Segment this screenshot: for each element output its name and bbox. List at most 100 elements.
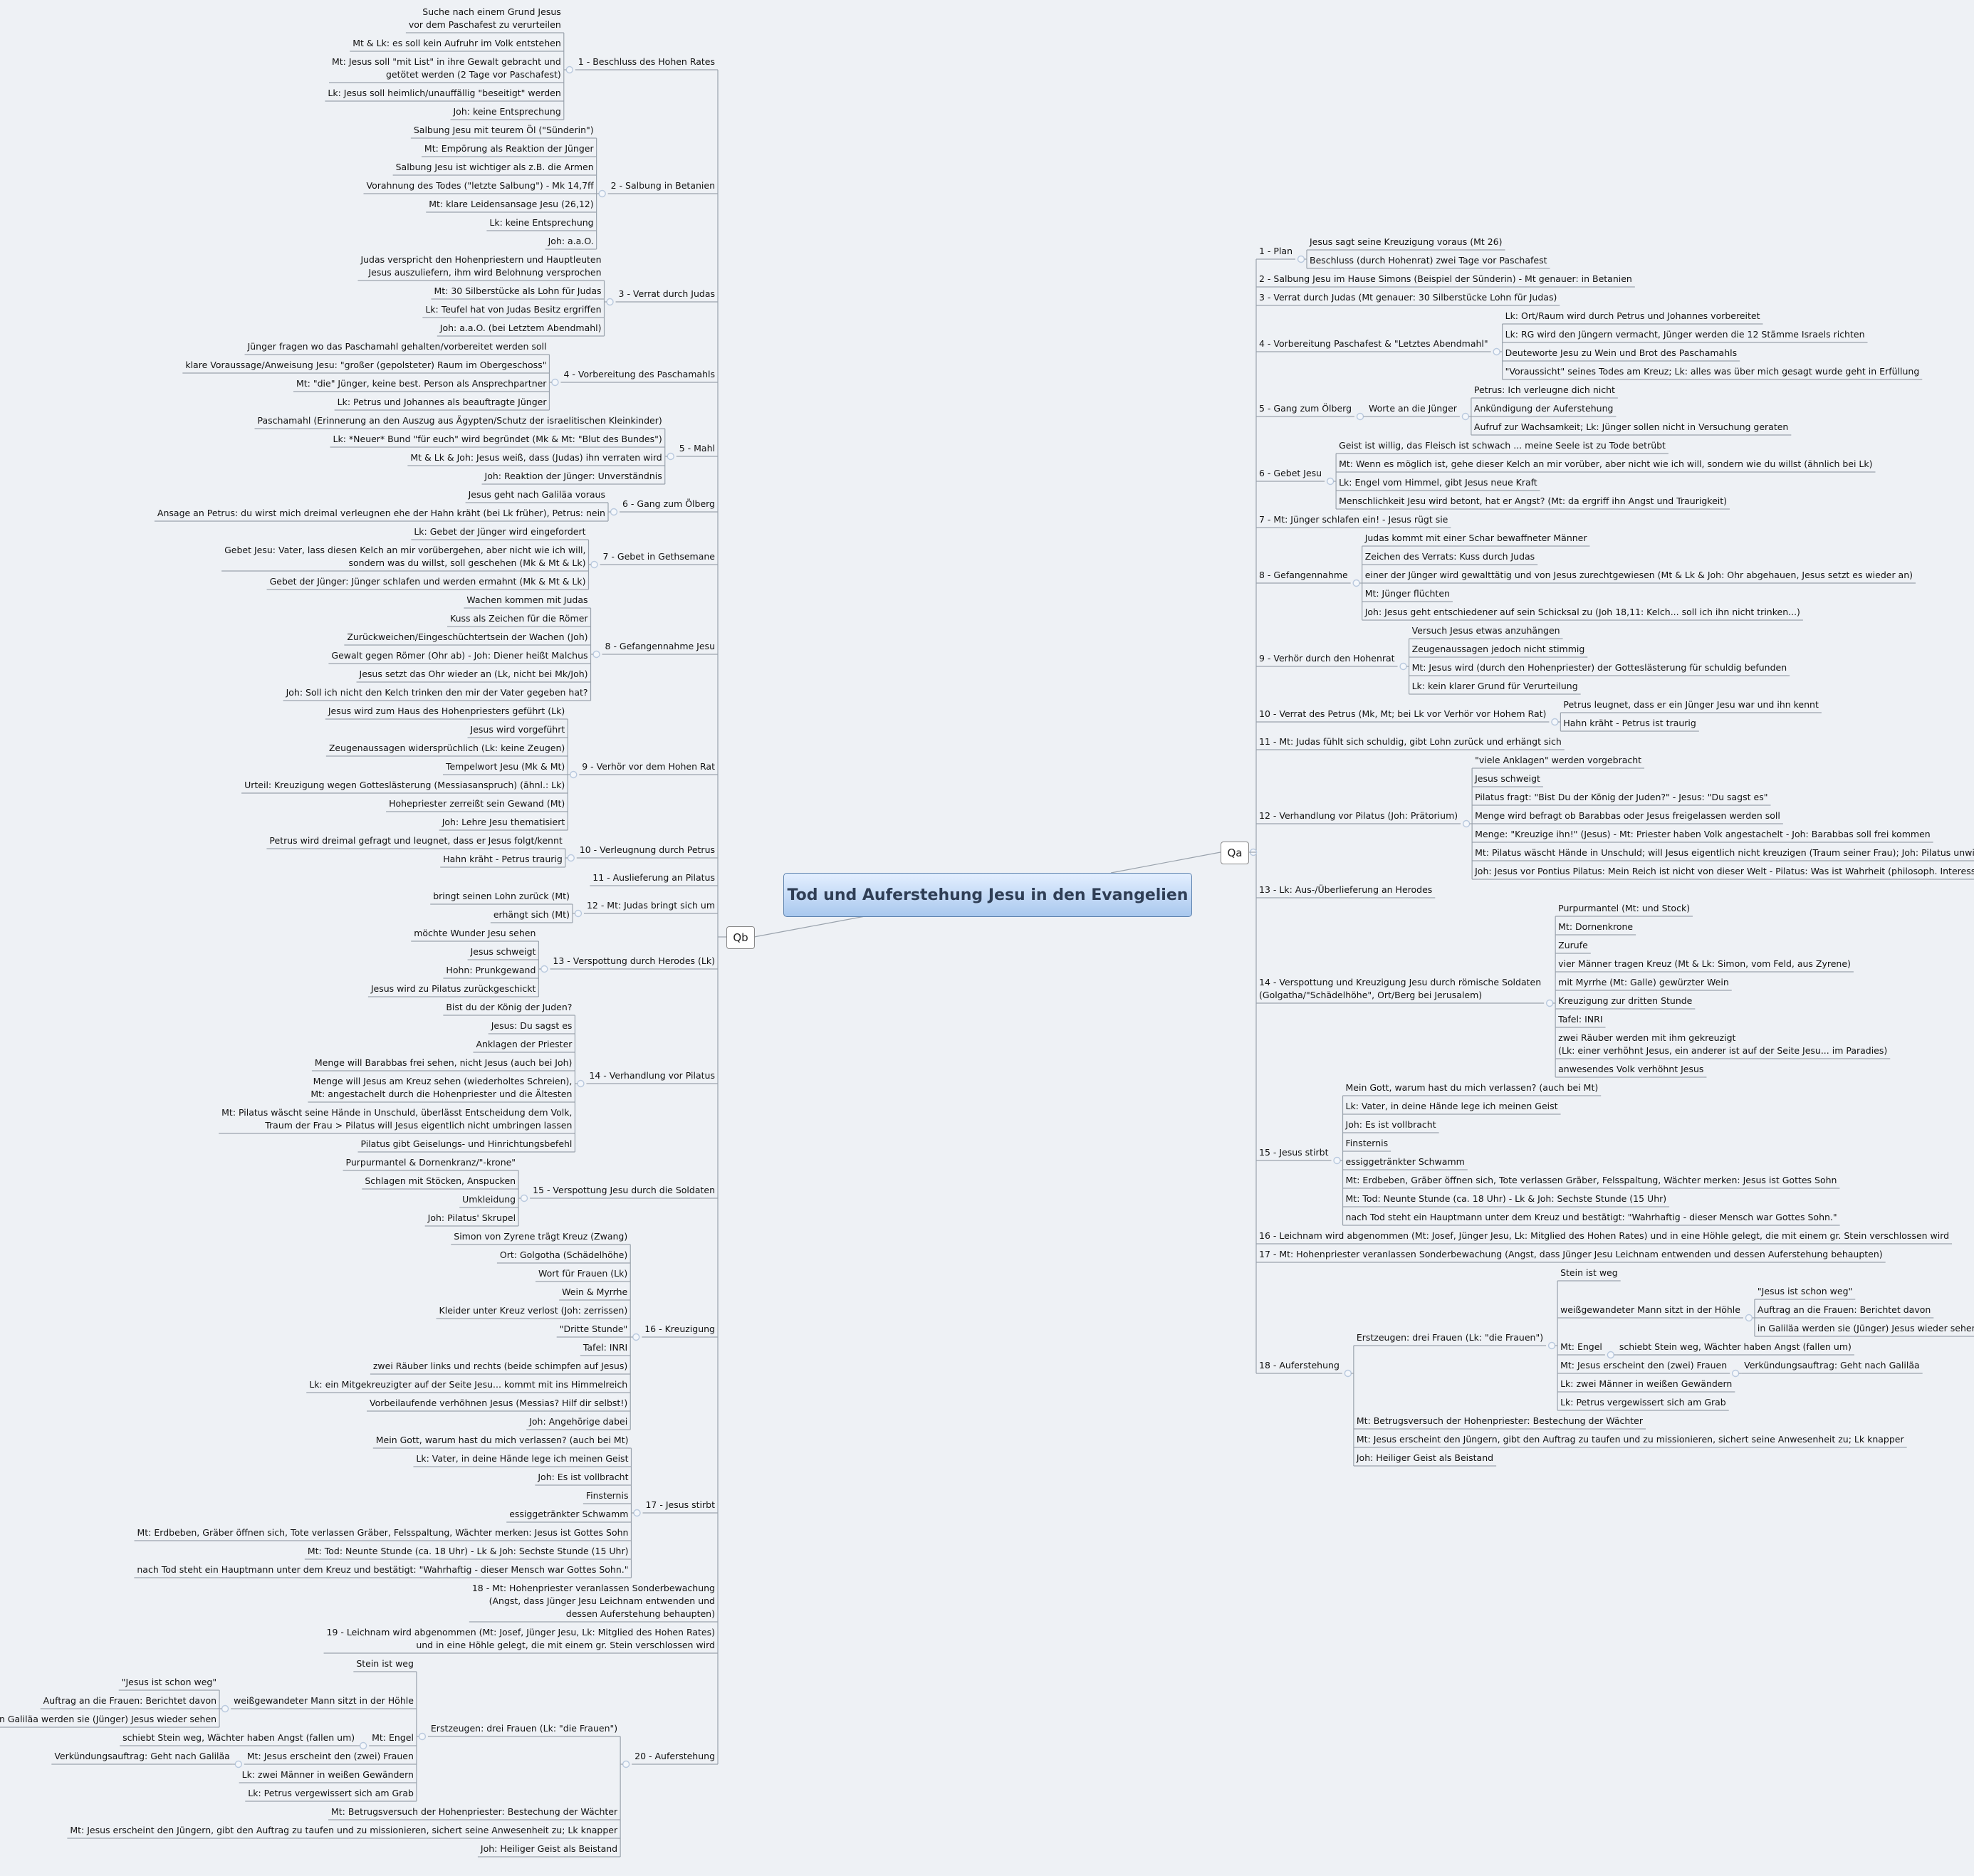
topic-label[interactable]: Finsternis <box>1345 1138 1389 1148</box>
topic-label[interactable]: Joh: Es ist vollbracht <box>538 1472 629 1482</box>
topic-label[interactable]: Kleider unter Kreuz verlost (Joh: zerris… <box>439 1305 628 1316</box>
topic-label[interactable]: Erstzeugen: drei Frauen (Lk: "die Frauen… <box>430 1723 618 1734</box>
topic-label[interactable]: Mt: Wenn es möglich ist, gehe dieser Kel… <box>1339 458 1873 469</box>
qb-node[interactable]: Qb <box>726 926 755 949</box>
topic-label[interactable]: 4 - Vorbereitung Paschafest & "Letztes A… <box>1259 338 1488 349</box>
topic-label[interactable]: Lk: Ort/Raum wird durch Petrus und Johan… <box>1505 310 1760 321</box>
topic-label[interactable]: Mt: Jesus soll "mit List" in ihre Gewalt… <box>331 56 561 80</box>
topic-label[interactable]: Jesus wird zum Haus des Hohenpriesters g… <box>328 706 565 716</box>
topic-label[interactable]: 3 - Verrat durch Judas <box>618 288 715 299</box>
topic-label[interactable]: 4 - Vorbereitung des Paschamahls <box>563 369 715 379</box>
topic-label[interactable]: Ansage an Petrus: du wirst mich dreimal … <box>157 508 605 518</box>
collapse-knob-icon[interactable] <box>234 1760 243 1768</box>
topic-label[interactable]: Hahn kräht - Petrus ist traurig <box>1563 718 1696 728</box>
topic-label[interactable]: Petrus leugnet, dass er ein Jünger Jesu … <box>1563 699 1819 710</box>
topic-label[interactable]: möchte Wunder Jesu sehen <box>414 928 536 938</box>
collapse-knob-icon[interactable] <box>632 1333 640 1341</box>
collapse-knob-icon[interactable] <box>610 508 618 516</box>
topic-label[interactable]: Deuteworte Jesu zu Wein und Brot des Pas… <box>1505 347 1738 358</box>
topic-label[interactable]: 12 - Mt: Judas bringt sich um <box>586 900 715 911</box>
topic-label[interactable]: Mt: Betrugsversuch der Hohenpriester: Be… <box>330 1806 618 1817</box>
topic-label[interactable]: zwei Räuber werden mit ihm gekreuzigt (L… <box>1558 1032 1888 1056</box>
topic-label[interactable]: 17 - Mt: Hohenpriester veranlassen Sonde… <box>1259 1249 1883 1259</box>
central-topic[interactable]: Tod und Auferstehung Jesu in den Evangel… <box>783 873 1192 917</box>
topic-label[interactable]: Mt: Betrugsversuch der Hohenpriester: Be… <box>1356 1415 1644 1426</box>
topic-label[interactable]: Vorahnung des Todes ("letzte Salbung") -… <box>366 180 594 191</box>
topic-label[interactable]: Versuch Jesus etwas anzuhängen <box>1411 625 1560 636</box>
collapse-knob-icon[interactable] <box>1326 477 1335 486</box>
topic-label[interactable]: Schlagen mit Stöcken, Anspucken <box>365 1175 516 1186</box>
topic-label[interactable]: Zeugenaussagen jedoch nicht stimmig <box>1411 644 1585 654</box>
topic-label[interactable]: Salbung Jesu mit teurem Öl ("Sünderin") <box>413 125 594 135</box>
topic-label[interactable]: Mt & Lk & Joh: Jesus weiß, dass (Judas) … <box>410 452 662 463</box>
topic-label[interactable]: Mt: 30 Silberstücke als Lohn für Judas <box>434 285 602 296</box>
topic-label[interactable]: Aufruf zur Wachsamkeit; Lk: Jünger solle… <box>1473 421 1789 432</box>
topic-label[interactable]: zwei Räuber links und rechts (beide schi… <box>372 1361 628 1371</box>
topic-label[interactable]: Worte an die Jünger <box>1369 403 1457 414</box>
collapse-knob-icon[interactable] <box>567 854 575 862</box>
collapse-knob-icon[interactable] <box>1493 347 1500 356</box>
topic-label[interactable]: Hahn kräht - Petrus traurig <box>443 854 563 864</box>
topic-label[interactable]: in Galiläa werden sie (Jünger) Jesus wie… <box>1757 1323 1974 1333</box>
topic-label[interactable]: Umkleidung <box>462 1194 516 1205</box>
topic-label[interactable]: Ort: Golgotha (Schädelhöhe) <box>499 1249 628 1260</box>
topic-label[interactable]: Erstzeugen: drei Frauen (Lk: "die Frauen… <box>1356 1332 1544 1343</box>
topic-label[interactable]: Lk: Petrus vergewissert sich am Grab <box>248 1788 414 1798</box>
topic-label[interactable]: 11 - Auslieferung an Pilatus <box>592 872 715 883</box>
collapse-knob-icon[interactable] <box>574 909 583 918</box>
topic-label[interactable]: 2 - Salbung Jesu im Hause Simons (Beispi… <box>1259 273 1632 284</box>
topic-label[interactable]: 8 - Gefangennahme Jesu <box>605 641 715 651</box>
topic-label[interactable]: Mt: Jesus wird (durch den Hohenpriester)… <box>1411 662 1787 673</box>
topic-label[interactable]: Joh: Jesus vor Pontius Pilatus: Mein Rei… <box>1475 866 1974 876</box>
topic-label[interactable]: 5 - Mahl <box>679 443 715 454</box>
topic-label[interactable]: Paschamahl (Erinnerung an den Auszug aus… <box>257 415 662 426</box>
topic-label[interactable]: Judas kommt mit einer Schar bewaffneter … <box>1364 533 1587 543</box>
topic-label[interactable]: 1 - Beschluss des Hohen Rates <box>578 56 715 67</box>
topic-label[interactable]: 19 - Leichnam wird abgenommen (Mt: Josef… <box>326 1627 715 1650</box>
collapse-knob-icon[interactable] <box>565 65 573 74</box>
topic-label[interactable]: Mt: Pilatus wäscht seine Hände in Unschu… <box>221 1107 573 1131</box>
topic-label[interactable]: mit Myrrhe (Mt: Galle) gewürzter Wein <box>1558 977 1729 987</box>
topic-label[interactable]: 20 - Auferstehung <box>634 1751 715 1761</box>
topic-label[interactable]: Gebet Jesu: Vater, lass diesen Kelch an … <box>224 545 586 568</box>
topic-label[interactable]: Lk: Teufel hat von Judas Besitz ergriffe… <box>425 304 602 315</box>
topic-label[interactable]: Jünger fragen wo das Paschamahl gehalten… <box>247 341 547 352</box>
topic-label[interactable]: 16 - Leichnam wird abgenommen (Mt: Josef… <box>1259 1230 1950 1241</box>
topic-label[interactable]: "Jesus ist schon weg" <box>121 1677 217 1687</box>
collapse-knob-icon[interactable] <box>540 965 548 973</box>
collapse-knob-icon[interactable] <box>598 189 606 198</box>
topic-label[interactable]: Zurufe <box>1558 940 1588 950</box>
topic-label[interactable]: Auftrag an die Frauen: Berichtet davon <box>1757 1304 1931 1315</box>
topic-label[interactable]: nach Tod steht ein Hauptmann unter dem K… <box>1345 1212 1837 1222</box>
topic-label[interactable]: Kuss als Zeichen für die Römer <box>450 613 588 624</box>
topic-label[interactable]: Joh: a.a.O. <box>548 236 594 246</box>
topic-label[interactable]: Joh: keine Entsprechung <box>453 106 561 117</box>
collapse-knob-icon[interactable] <box>1462 819 1471 828</box>
topic-label[interactable]: Hohepriester zerreißt sein Gewand (Mt) <box>389 798 565 809</box>
topic-label[interactable]: Jesus geht nach Galiläa voraus <box>468 489 605 500</box>
topic-label[interactable]: Menge wird befragt ob Barabbas oder Jesu… <box>1475 810 1780 821</box>
topic-label[interactable]: Lk: ein Mitgekreuzigter auf der Seite Je… <box>309 1379 628 1390</box>
topic-label[interactable]: Beschluss (durch Hohenrat) zwei Tage vor… <box>1310 255 1547 266</box>
collapse-knob-icon[interactable] <box>592 650 600 659</box>
topic-label[interactable]: 18 - Mt: Hohenpriester veranlassen Sonde… <box>471 1583 715 1619</box>
topic-label[interactable]: Lk: Engel vom Himmel, gibt Jesus neue Kr… <box>1339 477 1537 488</box>
topic-label[interactable]: Mt: "die" Jünger, keine best. Person als… <box>296 378 547 389</box>
topic-label[interactable]: essiggetränkter Schwamm <box>509 1509 629 1519</box>
topic-label[interactable]: Gewalt gegen Römer (Ohr ab) - Joh: Diene… <box>331 650 588 661</box>
qa-node[interactable]: Qa <box>1221 842 1249 864</box>
topic-label[interactable]: weißgewandeter Mann sitzt in der Höhle <box>234 1695 414 1706</box>
topic-label[interactable]: Mt: Tod: Neunte Stunde (ca. 18 Uhr) - Lk… <box>307 1546 629 1556</box>
topic-label[interactable]: 9 - Verhör durch den Hohenrat <box>1259 653 1395 664</box>
collapse-knob-icon[interactable] <box>633 1509 641 1517</box>
topic-label[interactable]: Lk: zwei Männer in weißen Gewändern <box>1560 1378 1733 1389</box>
topic-label[interactable]: Mt: Erdbeben, Gräber öffnen sich, Tote v… <box>1345 1175 1837 1185</box>
topic-label[interactable]: Joh: Heiliger Geist als Beistand <box>480 1843 618 1854</box>
topic-label[interactable]: Tafel: INRI <box>583 1342 628 1353</box>
topic-label[interactable]: 16 - Kreuzigung <box>644 1324 715 1334</box>
topic-label[interactable]: Urteil: Kreuzigung wegen Gotteslästerung… <box>244 780 565 790</box>
topic-label[interactable]: Jesus: Du sagst es <box>491 1020 573 1031</box>
topic-label[interactable]: Lk: *Neuer* Bund "für euch" wird begründ… <box>333 434 662 444</box>
collapse-knob-icon[interactable] <box>551 378 559 387</box>
topic-label[interactable]: Jesus setzt das Ohr wieder an (Lk, nicht… <box>359 669 588 679</box>
